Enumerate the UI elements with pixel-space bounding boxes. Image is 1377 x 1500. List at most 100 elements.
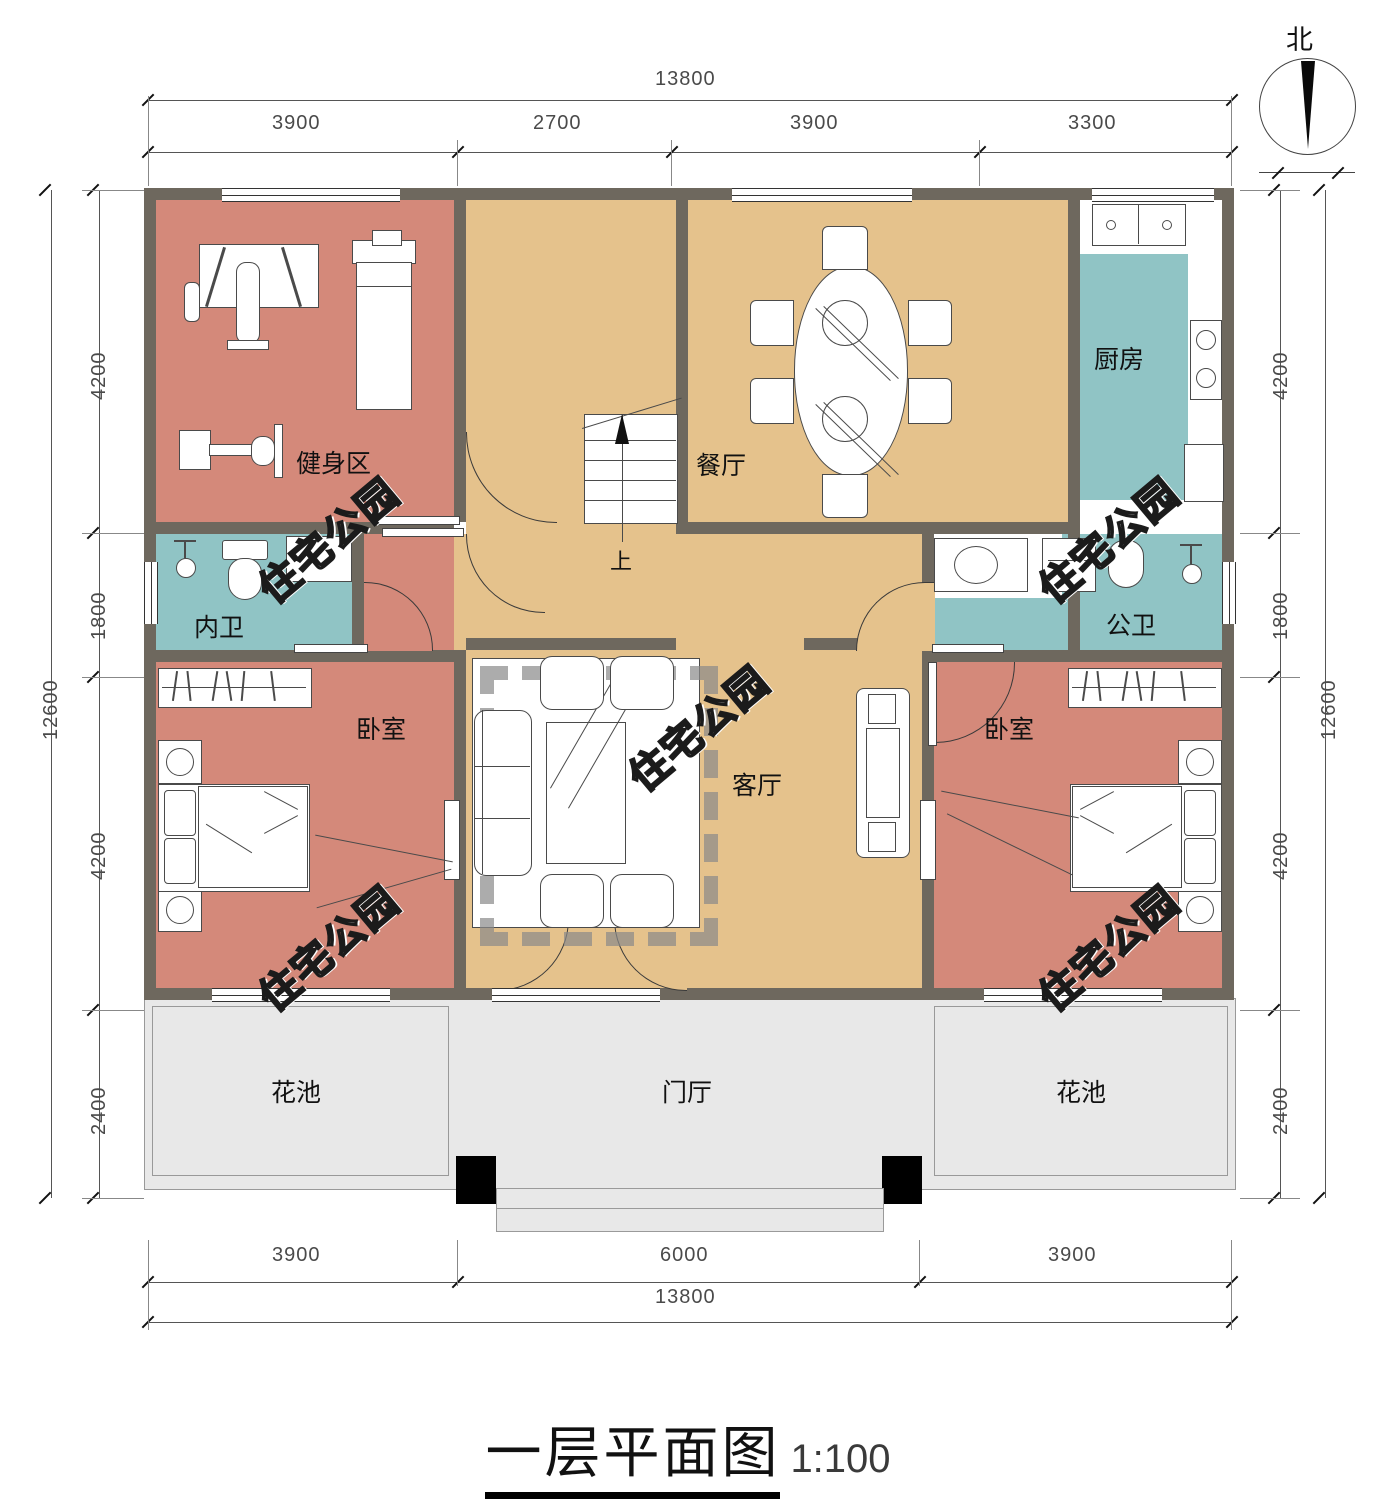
wardrobe-right-rod [1072,687,1216,688]
dim-ext [82,1010,144,1011]
dim-ext [919,1240,920,1286]
wardrobe-right [1068,668,1222,708]
stair-direction-line [622,414,623,542]
treadmill-display [372,230,402,246]
wall-publicbath-bottom [934,650,1222,662]
dim-ext [1240,533,1300,534]
bench-press-base [227,340,269,350]
dim-bottom-seg-line [148,1282,1232,1283]
floor-plan: 花池 门厅 花池 [144,188,1236,1232]
window-bedroom-left-bottom [212,988,390,1002]
dim-right-total: 12600 [1318,679,1340,740]
inner-bath-shower-pipe [184,540,186,558]
dining-chair-bottom [822,474,868,518]
flower-bed-right-label: 花池 [1056,1078,1107,1107]
room-bedroom-right-label: 卧室 [984,715,1035,744]
armchair-top-left [540,656,604,710]
rowing-machine-pad [251,436,275,466]
dim-ext [82,533,144,534]
entry-step-lower [496,1208,884,1232]
dim-ext [457,1240,458,1286]
wall-dining-bottom [676,522,1068,534]
dim-ext [671,140,672,186]
dining-chair-right-b [908,378,952,424]
flower-bed-left-label: 花池 [271,1078,322,1107]
dim-ext [1240,677,1300,678]
stove-burner-a [1196,330,1216,350]
room-living-label: 客厅 [732,771,783,800]
dim-top-seg-line [148,152,1232,153]
dining-chair-left-a [750,300,794,346]
dim-tick [1312,1191,1326,1205]
wall-circulation-left-upper [454,200,466,522]
dining-plate-a [822,300,868,346]
bench-press-weight [184,282,200,322]
compass-baseline [1259,172,1355,173]
window-dining-top [732,188,912,202]
door-bedroom-right-leaf[interactable] [928,662,937,746]
dim-right-total-line [1325,190,1326,1198]
tv-screen [866,728,900,818]
pillow-right-a [1184,790,1216,836]
dim-tick [38,1191,52,1205]
wall-exterior-top [144,188,1234,200]
dim-bottom-seg-2: 6000 [660,1244,709,1266]
dining-chair-left-b [750,378,794,424]
window-living-bottom [492,988,660,1002]
dim-ext [148,96,149,186]
inner-bath-counter [286,536,352,582]
washing-machine-door [1048,560,1088,561]
plan-title-text: 一层平面图 [485,1408,781,1499]
entry-step-upper [496,1188,884,1210]
room-bedroom-left-label: 卧室 [356,715,407,744]
bench-press-seat [236,262,260,344]
stair-tread [584,480,676,481]
coffee-table [546,722,626,864]
flower-bed-right [934,1006,1228,1176]
dim-left-total: 12600 [40,679,62,740]
dim-left-seg-3: 4200 [88,831,110,881]
dim-ext [82,1198,144,1199]
pillow-left-a [164,790,196,836]
dim-ext [457,140,458,186]
wall-exterior-bottom [144,988,1234,1000]
dim-ext [1240,190,1300,191]
sofa-main-seam-a [474,766,530,767]
duvet-right [1072,786,1182,888]
door-bedroom-right[interactable] [920,800,936,880]
plan-scale: 1:100 [790,1437,891,1481]
room-dining-label: 餐厅 [696,451,747,480]
armchair-bottom-left [540,874,604,928]
sofa-main-back [482,710,483,874]
pillow-right-b [1184,838,1216,884]
inner-bath-shower-head [176,558,196,578]
dim-ext [148,1240,149,1330]
rowing-machine-seat [179,430,211,470]
rowing-machine-bar [274,424,283,478]
public-bath-shower-pipe [1190,544,1192,564]
entry-hall-label: 门厅 [662,1078,713,1107]
inner-bath-shower-arm [174,540,196,542]
dim-top-seg-4: 3300 [1068,112,1117,134]
room-kitchen-main [1080,254,1188,500]
public-bath-shower-head [1182,564,1202,584]
dim-top-seg-2: 2700 [533,112,582,134]
door-bedroom-left[interactable] [444,800,460,880]
kitchen-counter-bottom [1184,444,1224,502]
dim-left-seg-2: 1800 [88,591,110,641]
dim-bottom-total: 13800 [655,1286,716,1308]
door-publicbath-leaf[interactable] [932,644,1004,653]
window-innerbath-left [144,562,158,624]
stair-up-arrow [615,414,629,444]
armchair-top-right [610,656,674,710]
dim-right-seg-2: 1800 [1270,591,1292,641]
dim-right-seg-1: 4200 [1270,351,1292,401]
room-inner-bath-label: 内卫 [194,613,245,642]
sofa-main-seam-b [474,818,530,819]
door-fitness-leaf[interactable] [376,516,460,525]
door-innerbath-leaf[interactable] [294,644,368,653]
room-fitness-label: 健身区 [296,449,372,478]
compass-north-icon [1259,58,1356,155]
door-circulation-leaf[interactable] [382,528,464,537]
